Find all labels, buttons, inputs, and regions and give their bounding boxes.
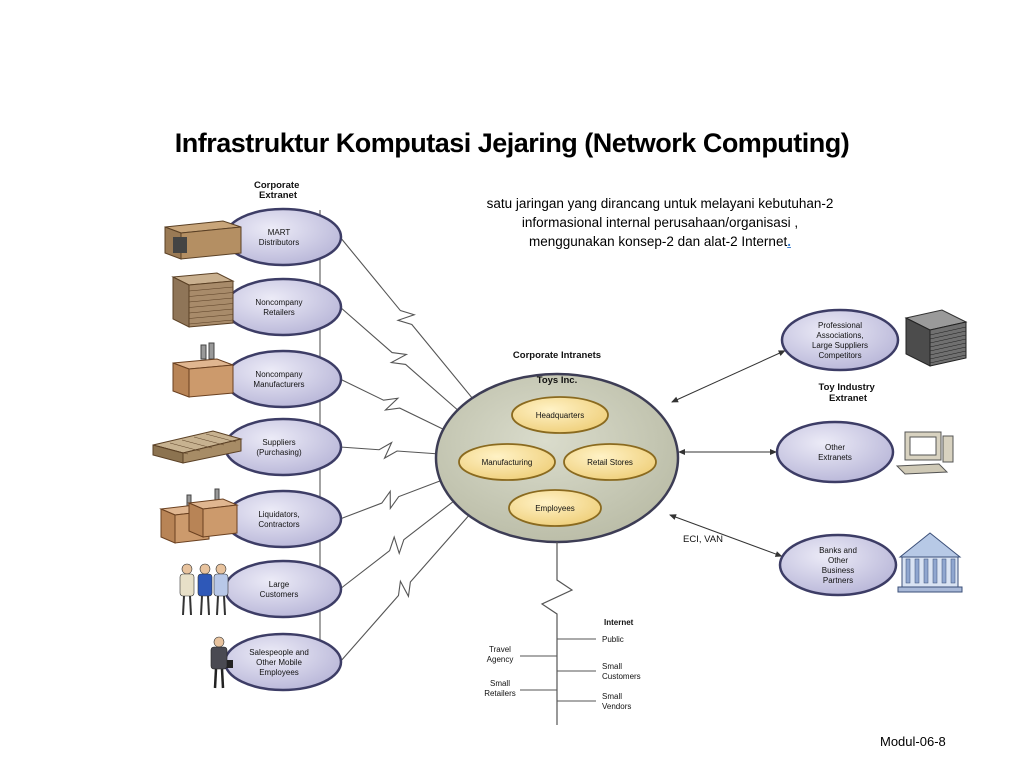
- internet-item: Public: [602, 635, 624, 644]
- warehouse-icon: [164, 220, 242, 260]
- factory-group-icon: [159, 488, 239, 544]
- unit-label: Headquarters: [536, 411, 584, 420]
- node-oval: [223, 489, 343, 549]
- company-label: Toys Inc.: [537, 375, 577, 386]
- toy-industry-label: Toy Industry Extranet: [819, 382, 878, 404]
- description-trailing-mark: .: [787, 234, 791, 249]
- unit-label: Retail Stores: [587, 458, 633, 467]
- description: satu jaringan yang dirancang untuk melay…: [440, 194, 880, 251]
- office-tower-icon: [904, 309, 968, 367]
- corporate-intranet-hub: Corporate Intranets Toys Inc. Headquarte…: [434, 350, 680, 544]
- extranet-node: Suppliers(Purchasing): [152, 417, 343, 477]
- supplier-building-icon: [152, 430, 243, 464]
- unit-oval: [511, 396, 609, 434]
- intranet-unit: Employees: [508, 489, 602, 527]
- extranet-label: Corporate Extranet: [254, 180, 302, 201]
- description-line-3: menggunakan konsep-2 dan alat-2 Internet…: [440, 232, 880, 251]
- connector-link: [339, 441, 437, 460]
- node-oval: [775, 420, 895, 484]
- node-oval: [223, 207, 343, 267]
- salesperson-icon: [210, 636, 233, 689]
- node-oval: [223, 559, 343, 619]
- extranet-node: Liquidators,Contractors: [159, 488, 343, 549]
- node-label: Suppliers(Purchasing): [256, 438, 302, 457]
- connector-link: [339, 515, 470, 663]
- intranet-unit: Manufacturing: [458, 443, 556, 481]
- bank-icon: [897, 532, 963, 593]
- intranet-unit: Headquarters: [511, 396, 609, 434]
- internet-label: Internet: [604, 618, 634, 627]
- factory-icon: [172, 342, 234, 398]
- node-oval: [778, 533, 898, 597]
- node-oval: [223, 417, 343, 477]
- connector-link: [339, 306, 459, 411]
- connector-link: [339, 480, 441, 520]
- eci-van-label: ECI, VAN: [683, 534, 723, 545]
- unit-label: Employees: [535, 504, 575, 513]
- unit-label: Manufacturing: [482, 458, 533, 467]
- retail-building-icon: [171, 272, 235, 328]
- connector-link: [339, 236, 473, 399]
- node-label: Liquidators,Contractors: [258, 510, 299, 529]
- connector-link: [339, 378, 444, 430]
- footer-page-number: Modul-06-8: [880, 734, 946, 749]
- unit-oval: [458, 443, 556, 481]
- description-line-1: satu jaringan yang dirancang untuk melay…: [486, 196, 834, 211]
- people-icon: [179, 563, 229, 616]
- description-line-2: informasional internal perusahaan/organi…: [521, 215, 799, 230]
- unit-oval: [508, 489, 602, 527]
- node-oval: [780, 308, 900, 372]
- description-line-3-text: menggunakan konsep-2 dan alat-2 Internet: [529, 234, 788, 249]
- arrow-link: [669, 514, 783, 557]
- node-oval: [223, 349, 343, 409]
- arrow-link: [671, 349, 786, 403]
- node-oval: [223, 277, 343, 337]
- intranet-unit: Retail Stores: [563, 443, 657, 481]
- unit-oval: [563, 443, 657, 481]
- connector-link: [339, 500, 454, 590]
- computer-icon: [895, 431, 954, 475]
- slide-title: Infrastruktur Komputasi Jejaring (Networ…: [174, 128, 850, 158]
- internet-trunk: [540, 542, 574, 725]
- intranet-label: Corporate Intranets: [513, 350, 601, 361]
